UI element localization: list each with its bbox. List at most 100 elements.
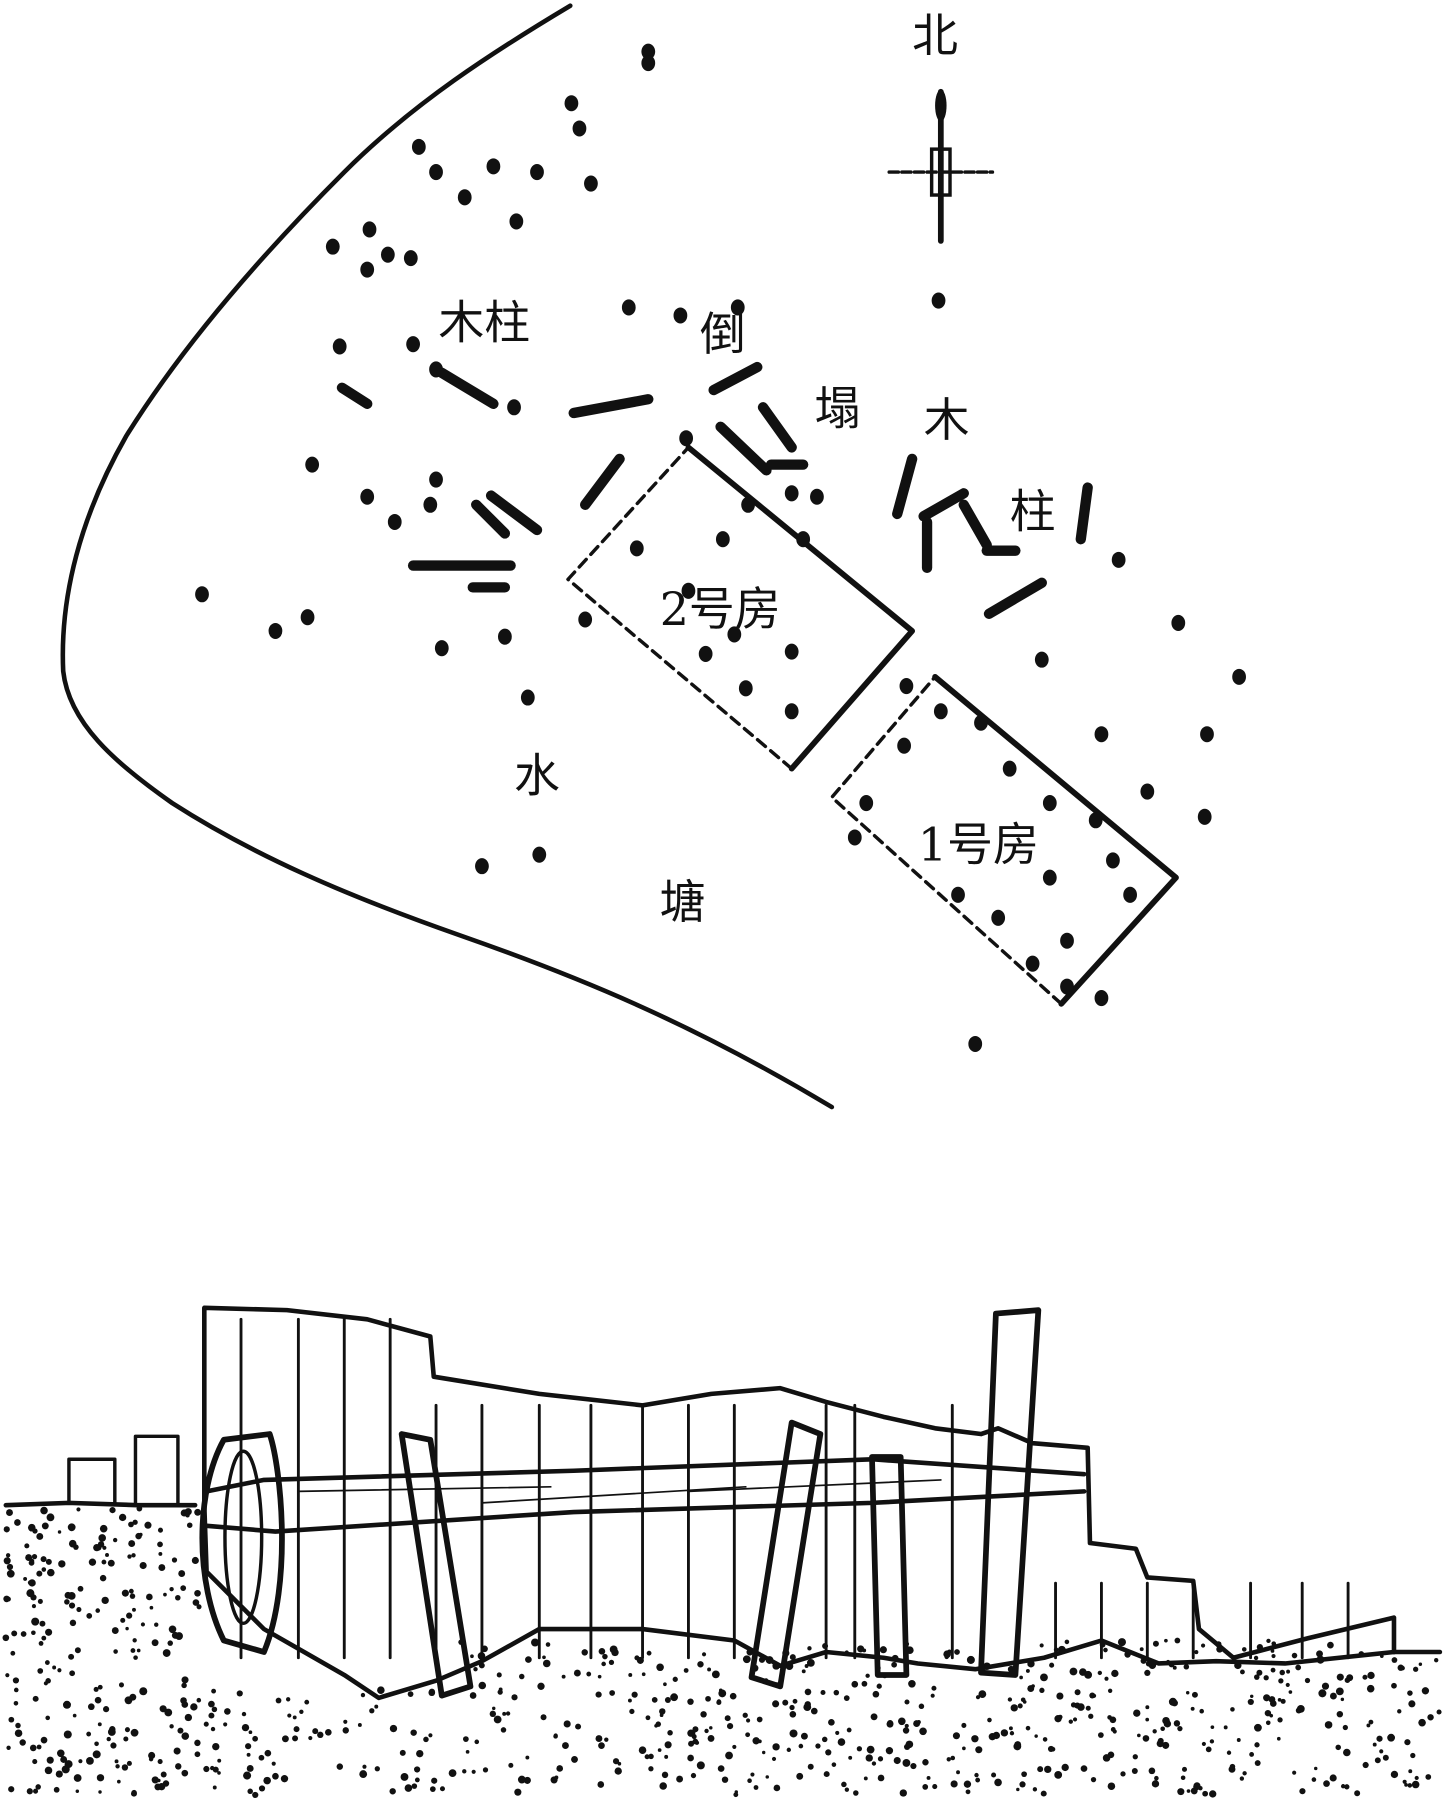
soil-stipple bbox=[1250, 1694, 1254, 1699]
soil-stipple bbox=[746, 1718, 751, 1723]
soil-stipple bbox=[1032, 1787, 1038, 1792]
soil-stipple bbox=[287, 1713, 292, 1718]
post-hole bbox=[784, 643, 799, 660]
soil-stipple bbox=[1256, 1669, 1263, 1676]
soil-stipple bbox=[563, 1720, 571, 1728]
soil-stipple bbox=[1240, 1669, 1245, 1675]
post-hole bbox=[738, 680, 753, 697]
soil-stipple bbox=[281, 1735, 289, 1743]
soil-stipple bbox=[709, 1726, 713, 1730]
post-hole bbox=[741, 496, 755, 513]
soil-stipple bbox=[1037, 1766, 1044, 1773]
soil-stipple bbox=[411, 1783, 418, 1789]
soil-stipple bbox=[1183, 1664, 1190, 1670]
soil-stipple bbox=[1180, 1775, 1186, 1781]
soil-stipple bbox=[292, 1735, 299, 1742]
soil-stipple bbox=[545, 1642, 551, 1647]
soil-stipple bbox=[404, 1784, 413, 1792]
soil-stipple bbox=[1402, 1779, 1407, 1784]
soil-stipple bbox=[1229, 1763, 1236, 1770]
soil-stipple bbox=[1090, 1776, 1097, 1783]
soil-stipple bbox=[1139, 1647, 1144, 1652]
soil-stipple bbox=[1340, 1784, 1346, 1789]
post-hole bbox=[974, 714, 988, 731]
post-hole bbox=[520, 689, 535, 706]
soil-stipple bbox=[1247, 1698, 1254, 1706]
soil-stipple bbox=[1027, 1685, 1035, 1693]
soil-stipple bbox=[1111, 1669, 1119, 1678]
post-hole bbox=[300, 609, 315, 626]
soil-stipple bbox=[905, 1740, 914, 1749]
soil-stipple bbox=[86, 1613, 93, 1619]
soil-stipple bbox=[1404, 1783, 1408, 1787]
post-hole bbox=[784, 703, 799, 720]
soil-stipple bbox=[902, 1727, 910, 1734]
soil-stipple bbox=[1209, 1739, 1215, 1744]
soil-stipple bbox=[595, 1691, 602, 1698]
soil-stipple bbox=[655, 1721, 662, 1727]
soil-stipple bbox=[1295, 1664, 1302, 1671]
soil-stipple bbox=[531, 1638, 540, 1647]
soil-stipple bbox=[41, 1567, 47, 1572]
soil-stipple bbox=[130, 1790, 137, 1797]
soil-stipple bbox=[133, 1655, 138, 1660]
soil-stipple bbox=[87, 1703, 95, 1711]
soil-stipple bbox=[1181, 1766, 1188, 1772]
soil-stipple bbox=[497, 1689, 503, 1695]
soil-stipple bbox=[1263, 1694, 1271, 1702]
soil-stipple bbox=[37, 1668, 44, 1674]
label-post: 柱 bbox=[1010, 485, 1056, 539]
soil-stipple bbox=[525, 1755, 530, 1760]
soil-stipple bbox=[28, 1560, 35, 1566]
soil-stipple bbox=[210, 1726, 216, 1732]
soil-stipple bbox=[23, 1576, 28, 1581]
soil-stipple bbox=[904, 1699, 910, 1705]
soil-stipple bbox=[107, 1728, 116, 1736]
soil-stipple bbox=[33, 1788, 39, 1794]
soil-stipple bbox=[125, 1626, 129, 1631]
post-hole bbox=[532, 846, 547, 863]
soil-stipple bbox=[904, 1723, 909, 1728]
post-hole bbox=[1106, 852, 1120, 869]
soil-stipple bbox=[263, 1776, 271, 1785]
soil-stipple bbox=[672, 1676, 678, 1682]
soil-stipple bbox=[95, 1608, 101, 1613]
soil-stipple bbox=[745, 1732, 751, 1738]
soil-stipple bbox=[27, 1523, 36, 1532]
soil-stipple bbox=[374, 1766, 380, 1772]
soil-stipple bbox=[1408, 1769, 1413, 1774]
post-hole bbox=[1088, 812, 1103, 829]
soil-stipple bbox=[1354, 1790, 1361, 1797]
soil-stipple bbox=[1185, 1691, 1190, 1695]
soil-stipple bbox=[704, 1728, 709, 1734]
soil-stipple bbox=[1436, 1709, 1442, 1715]
soil-stipple bbox=[40, 1556, 47, 1563]
soil-stipple bbox=[1009, 1731, 1015, 1736]
soil-stipple bbox=[208, 1712, 215, 1719]
soil-stipple bbox=[471, 1769, 476, 1774]
soil-stipple bbox=[628, 1673, 633, 1677]
soil-stipple bbox=[1344, 1784, 1350, 1790]
soil-stipple bbox=[946, 1757, 951, 1762]
soil-stipple bbox=[181, 1732, 190, 1740]
soil-stipple bbox=[835, 1730, 840, 1735]
soil-stipple bbox=[796, 1772, 804, 1780]
soil-stipple bbox=[36, 1570, 43, 1577]
soil-stipple bbox=[439, 1786, 445, 1792]
soil-stipple bbox=[919, 1727, 927, 1736]
soil-stipple bbox=[1249, 1752, 1255, 1757]
soil-stipple bbox=[705, 1695, 711, 1702]
soil-stipple bbox=[1414, 1775, 1419, 1781]
soil-stipple bbox=[241, 1711, 247, 1717]
soil-stipple bbox=[1077, 1703, 1085, 1711]
soil-stipple bbox=[369, 1708, 375, 1714]
soil-stipple bbox=[732, 1744, 737, 1749]
soil-stipple bbox=[64, 1599, 70, 1605]
soil-stipple bbox=[93, 1686, 99, 1692]
soil-stipple bbox=[733, 1792, 739, 1798]
soil-stipple bbox=[374, 1704, 379, 1709]
soil-stipple bbox=[163, 1592, 167, 1597]
soil-stipple bbox=[359, 1770, 368, 1778]
soil-stipple bbox=[275, 1697, 282, 1704]
soil-stipple bbox=[175, 1594, 181, 1601]
